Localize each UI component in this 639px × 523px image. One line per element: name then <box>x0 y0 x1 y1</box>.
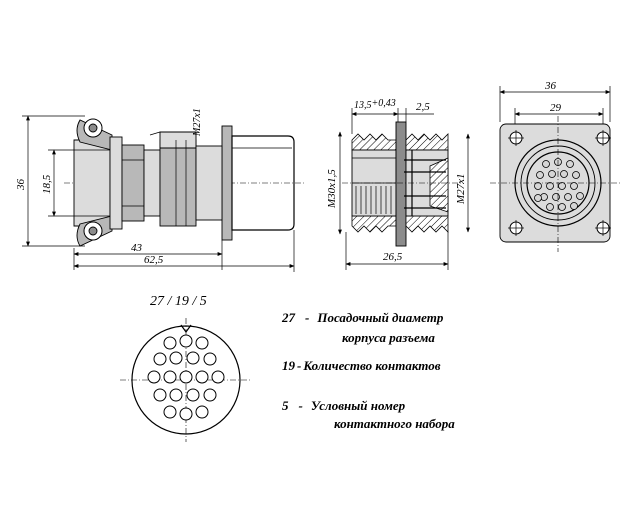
contact-icon <box>179 407 193 421</box>
contact-icon <box>163 405 177 419</box>
contact-pin-icon <box>552 193 560 201</box>
contact-pin-icon <box>576 192 584 200</box>
contact-icon <box>203 388 217 402</box>
legend-number: 27 <box>281 310 296 325</box>
side-length-total-label: 62,5 <box>144 254 164 266</box>
legend-number: 19 <box>282 358 296 373</box>
section-flange-label: 2,5 <box>416 101 430 113</box>
contact-pin-icon <box>546 182 554 190</box>
contact-pin-icon <box>542 160 550 168</box>
legend-item-19: 19-Количество контактов <box>282 358 441 373</box>
svg-text:19-Количество контактов: 19-Количество контактов <box>282 358 441 373</box>
section-view: 13,5+0,43 2,5 M30x1,5 M27x1 26,5 <box>326 98 470 270</box>
contact-icon <box>169 351 183 365</box>
contact-pin-icon <box>536 171 544 179</box>
contact-icon <box>147 370 161 384</box>
legend-text-2: корпуса разъема <box>342 330 435 345</box>
section-length-label: 26,5 <box>383 251 403 263</box>
contact-icon <box>211 370 225 384</box>
front-hole-spacing-label: 29 <box>550 102 562 114</box>
contact-pin-icon <box>570 182 578 190</box>
insert-detail: 27 / 19 / 5 <box>120 294 252 442</box>
side-height-label: 36 <box>15 179 27 192</box>
contact-icon <box>153 352 167 366</box>
contact-pin-icon <box>560 170 568 178</box>
legend-item-5: 5-Условный номер контактного набора <box>282 398 455 431</box>
contact-icon <box>195 370 209 384</box>
contact-pin-icon <box>570 202 578 210</box>
contact-icon <box>186 351 200 365</box>
contact-icon <box>153 388 167 402</box>
section-m27-label: M27x1 <box>455 173 467 205</box>
contact-icon <box>195 336 209 350</box>
legend-text-2: контактного набора <box>334 416 455 431</box>
front-view: 36 29 <box>490 80 622 252</box>
legend-text: Количество контактов <box>302 358 440 373</box>
contact-pin-icon <box>534 194 542 202</box>
contact-pin-icon <box>564 193 572 201</box>
contact-icon <box>186 388 200 402</box>
insert-contacts <box>147 334 225 421</box>
contact-icon <box>195 405 209 419</box>
legend-number: 5 <box>282 398 289 413</box>
legend-text: Условный номер <box>311 398 406 413</box>
contact-pin-icon <box>566 160 574 168</box>
contact-icon <box>163 370 177 384</box>
contact-pin-icon <box>534 182 542 190</box>
front-width-label: 36 <box>544 80 557 92</box>
legend-text: Посадочный диаметр <box>316 310 443 325</box>
contact-icon <box>179 334 193 348</box>
section-m30-label: M30x1,5 <box>326 169 338 209</box>
contact-icon <box>179 370 193 384</box>
legend: 27-Посадочный диаметр корпуса разъема 19… <box>281 310 455 431</box>
legend-item-27: 27-Посадочный диаметр корпуса разъема <box>281 310 444 345</box>
side-length-43-label: 43 <box>131 242 143 254</box>
svg-text:5-Условный номер: 5-Условный номер <box>282 398 406 413</box>
svg-text:27-Посадочный диаметр: 27-Посадочный диаметр <box>281 310 444 325</box>
contact-pin-icon <box>558 203 566 211</box>
mounting-holes <box>508 130 611 236</box>
contact-pin-icon <box>548 170 556 178</box>
contact-icon <box>163 336 177 350</box>
insert-code-label: 27 / 19 / 5 <box>150 294 207 309</box>
section-depth-label: 13,5+0,43 <box>354 98 396 111</box>
contact-pin-icon <box>572 171 580 179</box>
side-inner-height-label: 18,5 <box>41 174 53 194</box>
contact-pin-icon <box>546 203 554 211</box>
contact-icon <box>169 388 183 402</box>
contact-icon <box>203 352 217 366</box>
side-thread-label: M27x1 <box>192 108 203 137</box>
section-insert-lines <box>355 186 392 214</box>
side-view: M27x1 36 18,5 43 62,5 <box>15 108 305 272</box>
contact-pin-icon <box>558 182 566 190</box>
